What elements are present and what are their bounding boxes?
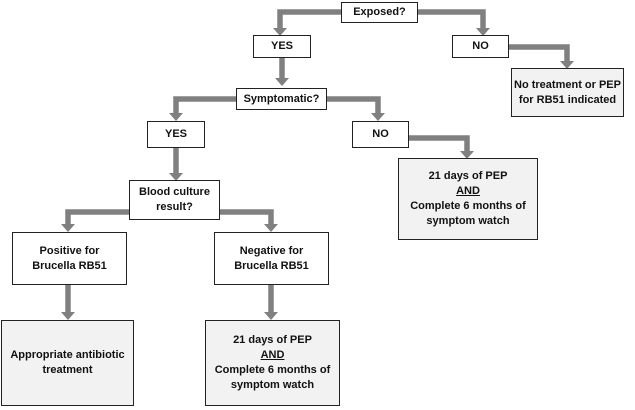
pep-outcome-right: 21 days of PEP AND Complete 6 months of … xyxy=(398,158,538,240)
exposed-yes-box: YES xyxy=(253,35,311,58)
exposed-decision: Exposed? xyxy=(341,2,418,23)
node-label-line: 21 days of PEP xyxy=(233,334,312,346)
connector-exposed-yes xyxy=(277,9,341,30)
connector-no-notreatment xyxy=(509,44,570,63)
arrowhead xyxy=(460,151,474,159)
arrowhead xyxy=(169,113,183,121)
antibiotic-outcome: Appropriate antibiotic treatment xyxy=(1,320,134,406)
node-label-line: AND xyxy=(456,185,480,197)
no-treatment-outcome: No treatment or PEP for RB51 indicated xyxy=(511,68,624,117)
node-label: Exposed? xyxy=(353,6,406,18)
node-label-line: treatment xyxy=(42,364,93,376)
arrowhead xyxy=(476,28,490,36)
arrowhead xyxy=(264,312,278,320)
connector-no-pep xyxy=(409,135,470,153)
connector-symptomatic-no xyxy=(327,96,381,115)
pep-outcome-bottom: 21 days of PEP AND Complete 6 months of … xyxy=(205,320,340,406)
node-label: NO xyxy=(372,128,389,140)
node-label-line: AND xyxy=(260,349,285,361)
symptomatic-no-box: NO xyxy=(352,121,409,148)
node-label-line: 21 days of PEP xyxy=(428,170,508,182)
node-label: YES xyxy=(164,128,187,140)
node-label: Symptomatic? xyxy=(243,92,320,105)
arrowhead xyxy=(264,224,278,232)
node-label: NO xyxy=(472,40,489,52)
connector-blood-negative xyxy=(220,209,274,226)
blood-culture-decision: Blood culture result? xyxy=(129,180,220,220)
node-label: YES xyxy=(270,40,293,52)
arrowhead xyxy=(169,173,183,181)
connector-blood-positive xyxy=(65,209,129,226)
node-label-line: Appropriate antibiotic xyxy=(10,349,125,361)
positive-result-box: Positive for Brucella RB51 xyxy=(12,232,127,285)
node-label-line: Complete 6 months of xyxy=(410,200,526,212)
node-label-line: Blood culture xyxy=(139,186,210,198)
node-label-line: Negative for xyxy=(239,244,304,257)
arrowhead xyxy=(560,61,574,69)
negative-result-box: Negative for Brucella RB51 xyxy=(214,232,329,285)
node-label-line: Brucella RB51 xyxy=(234,259,309,272)
node-label-line: symptom watch xyxy=(230,379,315,391)
arrowhead xyxy=(61,312,75,320)
symptomatic-yes-box: YES xyxy=(147,121,205,148)
node-label-line: Positive for xyxy=(39,244,100,257)
exposed-no-box: NO xyxy=(452,35,509,58)
node-label-line: Complete 6 months of xyxy=(214,364,331,376)
node-label-line: Brucella RB51 xyxy=(32,259,107,272)
arrowhead xyxy=(61,224,75,232)
node-label-line: result? xyxy=(156,201,193,213)
arrowhead xyxy=(371,113,385,121)
node-label-line: for RB51 indicated xyxy=(518,93,617,106)
connector-exposed-no xyxy=(418,9,486,30)
arrowhead xyxy=(275,78,289,86)
node-label-line: No treatment or PEP xyxy=(514,78,621,91)
symptomatic-decision: Symptomatic? xyxy=(236,88,327,110)
connector-symptomatic-yes xyxy=(173,96,236,115)
arrowhead xyxy=(273,28,287,36)
node-label-line: symptom watch xyxy=(426,215,510,227)
